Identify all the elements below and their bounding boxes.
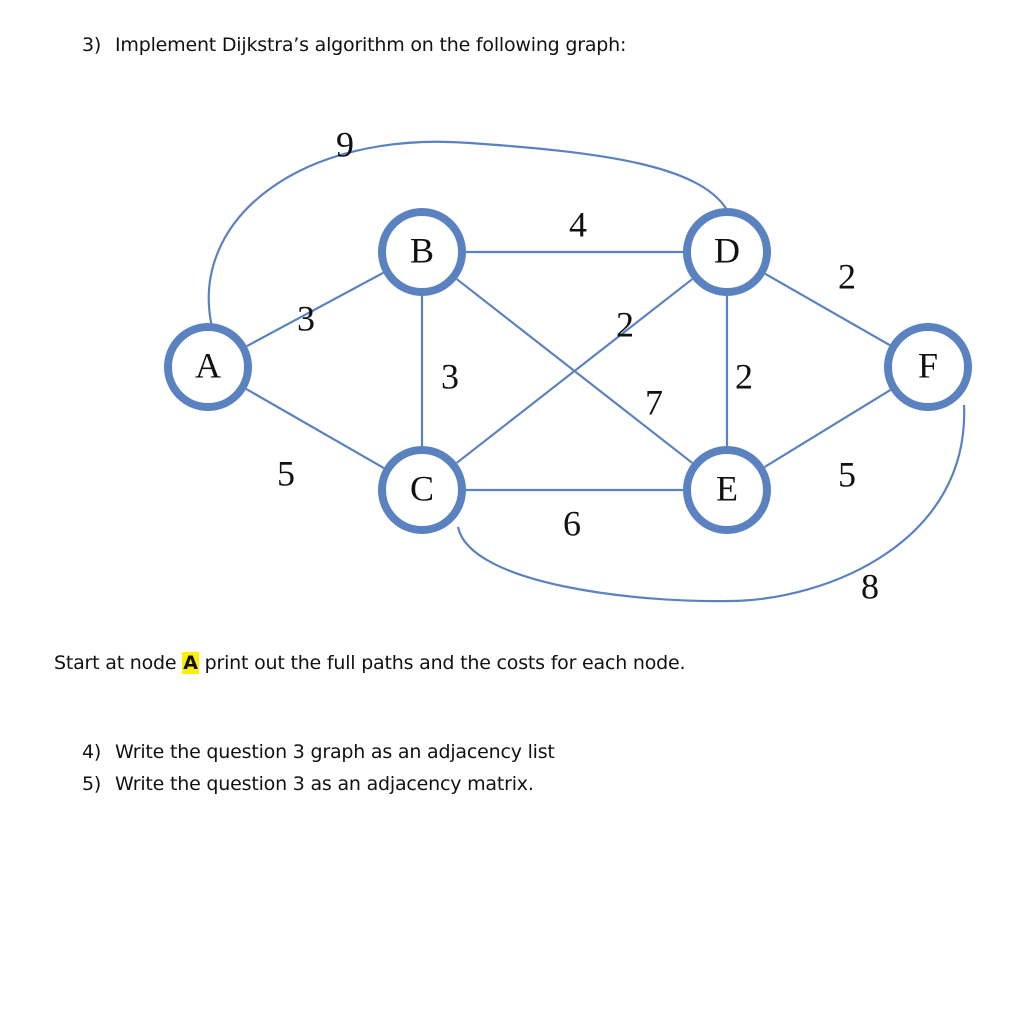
nodes-layer: A B C D E F <box>164 208 972 534</box>
weight-c-d: 2 <box>616 304 634 344</box>
node-e: E <box>683 446 771 534</box>
weight-a-d: 9 <box>336 124 354 164</box>
node-circle-d <box>683 208 771 296</box>
weight-a-b: 3 <box>297 298 315 338</box>
weight-c-f: 8 <box>861 566 879 606</box>
edge-b-e <box>456 278 693 464</box>
node-d: D <box>683 208 771 296</box>
node-b: B <box>378 208 466 296</box>
node-circle-f <box>884 323 972 411</box>
weight-a-c: 5 <box>277 453 295 493</box>
question-4-text: Write the question 3 graph as an adjacen… <box>115 741 555 763</box>
node-label-a: A <box>195 345 221 385</box>
question-5: 5) Write the question 3 as an adjacency m… <box>82 772 534 796</box>
node-circle-c <box>378 446 466 534</box>
weight-d-e: 2 <box>735 356 753 396</box>
node-label-e: E <box>716 468 738 508</box>
edge-e-f <box>763 389 892 468</box>
question-4: 4) Write the question 3 graph as an adjac… <box>82 740 555 764</box>
node-a: A <box>164 323 252 411</box>
node-label-f: F <box>918 345 938 385</box>
weight-d-f: 2 <box>838 256 856 296</box>
instruction-prefix: Start at node <box>54 652 183 674</box>
weight-e-f: 5 <box>838 454 856 494</box>
instruction-line: Start at node A print out the full paths… <box>54 651 686 675</box>
edge-c-f <box>456 404 966 603</box>
question-5-number: 5) <box>82 773 102 795</box>
node-circle-b <box>378 208 466 296</box>
node-circle-e <box>683 446 771 534</box>
node-label-b: B <box>410 230 434 270</box>
edge-a-c <box>245 387 385 470</box>
node-circle-a <box>164 323 252 411</box>
node-c: C <box>378 446 466 534</box>
edge-a-d <box>207 140 728 328</box>
node-label-c: C <box>410 468 434 508</box>
question-4-number: 4) <box>82 741 102 763</box>
edges-layer <box>207 140 966 603</box>
edge-d-f <box>764 272 891 347</box>
instruction-suffix: print out the full paths and the costs f… <box>198 652 686 674</box>
question-5-text: Write the question 3 as an adjacency mat… <box>115 773 534 795</box>
question-3-number: 3) <box>82 34 102 56</box>
weight-b-c: 3 <box>441 356 459 396</box>
question-3-text: Implement Dijkstra’s algorithm on the fo… <box>115 34 627 56</box>
weight-c-e: 6 <box>563 503 581 543</box>
node-f: F <box>884 323 972 411</box>
start-node-highlight: A <box>182 652 199 674</box>
node-label-d: D <box>714 230 740 270</box>
weight-b-d: 4 <box>569 204 587 244</box>
weight-b-e: 7 <box>645 382 663 422</box>
edge-a-b <box>246 271 384 348</box>
question-3-heading: 3) Implement Dijkstra’s algorithm on the … <box>82 33 626 57</box>
